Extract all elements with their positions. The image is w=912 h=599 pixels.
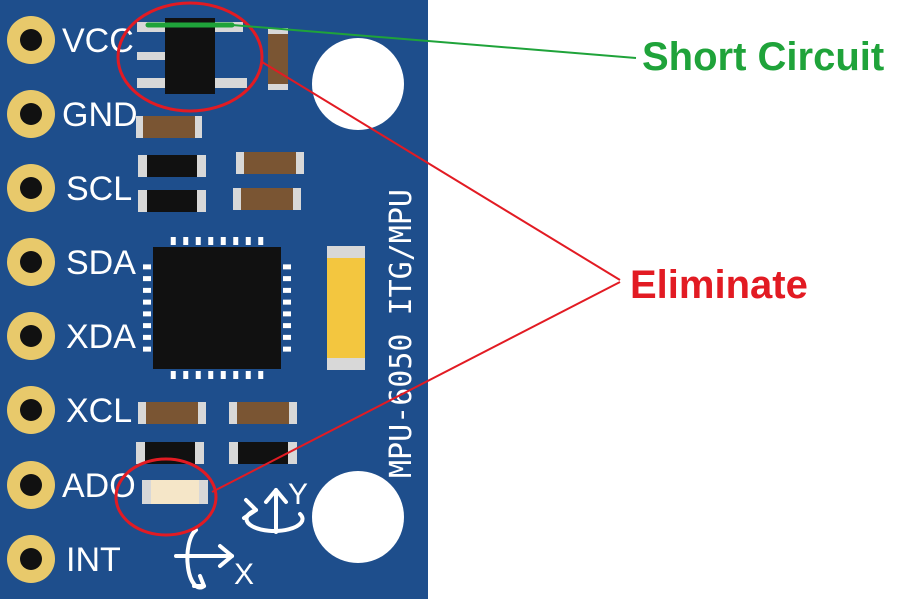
eliminate-label: Eliminate xyxy=(630,263,808,307)
pin-label-int: INT xyxy=(66,541,121,579)
eliminate-leader-top xyxy=(261,61,621,281)
chip-pad-top xyxy=(258,237,264,245)
pin-xcl: XCL xyxy=(7,386,132,434)
component-c3 xyxy=(136,442,204,464)
pin-label-ado: ADO xyxy=(62,467,136,505)
chip-pad-right xyxy=(283,287,291,293)
mpu6050-chip xyxy=(143,237,291,379)
axis-y-label: Y xyxy=(288,478,308,511)
power-led xyxy=(142,480,208,504)
resistor-r3 xyxy=(233,188,301,210)
board-text: MPU-6050 ITG/MPU xyxy=(384,189,419,478)
chip-pad-left xyxy=(143,346,151,352)
chip-pad-top xyxy=(220,237,226,245)
eliminate-ellipse-regulator xyxy=(116,1,264,113)
chip-pad-top xyxy=(183,237,189,245)
resistor-r2 xyxy=(236,152,304,174)
chip-pad-right xyxy=(283,346,291,352)
pin-label-sda: SDA xyxy=(66,244,136,282)
pin-label-scl: SCL xyxy=(66,170,132,208)
chip-pad-bottom xyxy=(233,371,239,379)
short-circuit-label: Short Circuit xyxy=(642,35,884,79)
pin-int: INT xyxy=(7,535,121,583)
pin-gnd: GND xyxy=(7,90,138,138)
chip-pad-right xyxy=(283,264,291,270)
axis-y-symbol xyxy=(242,488,305,534)
pin-scl: SCL xyxy=(7,164,132,212)
component-c4 xyxy=(229,442,297,464)
chip-pad-right xyxy=(283,276,291,282)
chip-pad-bottom xyxy=(245,371,251,379)
pin-label-gnd: GND xyxy=(62,96,138,134)
mounting-hole-bottom xyxy=(312,471,404,563)
eliminate-ellipse-led xyxy=(114,457,218,537)
chip-pad-left xyxy=(143,299,151,305)
chip-pad-bottom xyxy=(170,371,176,379)
chip-pad-left xyxy=(143,264,151,270)
pin-label-vcc: VCC xyxy=(62,22,134,60)
chip-pad-right xyxy=(283,299,291,305)
resistor-r1 xyxy=(136,116,202,138)
chip-pad-top xyxy=(208,237,214,245)
chip-pad-left xyxy=(143,323,151,329)
chip-pad-bottom xyxy=(183,371,189,379)
axis-x-label: X xyxy=(234,558,254,591)
pin-column: VCC GND SCL SDA XDA XCL ADO INT xyxy=(7,16,138,583)
chip-pad-top xyxy=(245,237,251,245)
eliminate-leader-bottom xyxy=(211,281,621,493)
chip-pad-top xyxy=(233,237,239,245)
chip-pad-bottom xyxy=(208,371,214,379)
chip-pad-bottom xyxy=(258,371,264,379)
capacitor-yellow xyxy=(327,246,365,370)
chip-pad-left xyxy=(143,287,151,293)
chip-pad-left xyxy=(143,311,151,317)
chip-pad-top xyxy=(170,237,176,245)
resistor-r5 xyxy=(229,402,297,424)
resistor-r0 xyxy=(268,28,288,90)
pin-sda: SDA xyxy=(7,238,136,286)
short-circuit-leader xyxy=(231,24,637,59)
chip-pad-left xyxy=(143,334,151,340)
mounting-hole-top xyxy=(312,38,404,130)
pin-label-xda: XDA xyxy=(66,318,136,356)
pin-xda: XDA xyxy=(7,312,136,360)
chip-pad-right xyxy=(283,311,291,317)
chip-pad-top xyxy=(195,237,201,245)
pin-vcc: VCC xyxy=(7,16,134,64)
component-c1 xyxy=(138,155,206,177)
pin-ado: ADO xyxy=(7,461,136,509)
chip-pad-bottom xyxy=(220,371,226,379)
chip-pad-bottom xyxy=(195,371,201,379)
chip-pad-right xyxy=(283,323,291,329)
chip-pad-left xyxy=(143,276,151,282)
pin-label-xcl: XCL xyxy=(66,392,132,430)
resistor-r4 xyxy=(138,402,206,424)
chip-pad-right xyxy=(283,334,291,340)
axis-x-symbol xyxy=(174,528,234,590)
component-c2 xyxy=(138,190,206,212)
